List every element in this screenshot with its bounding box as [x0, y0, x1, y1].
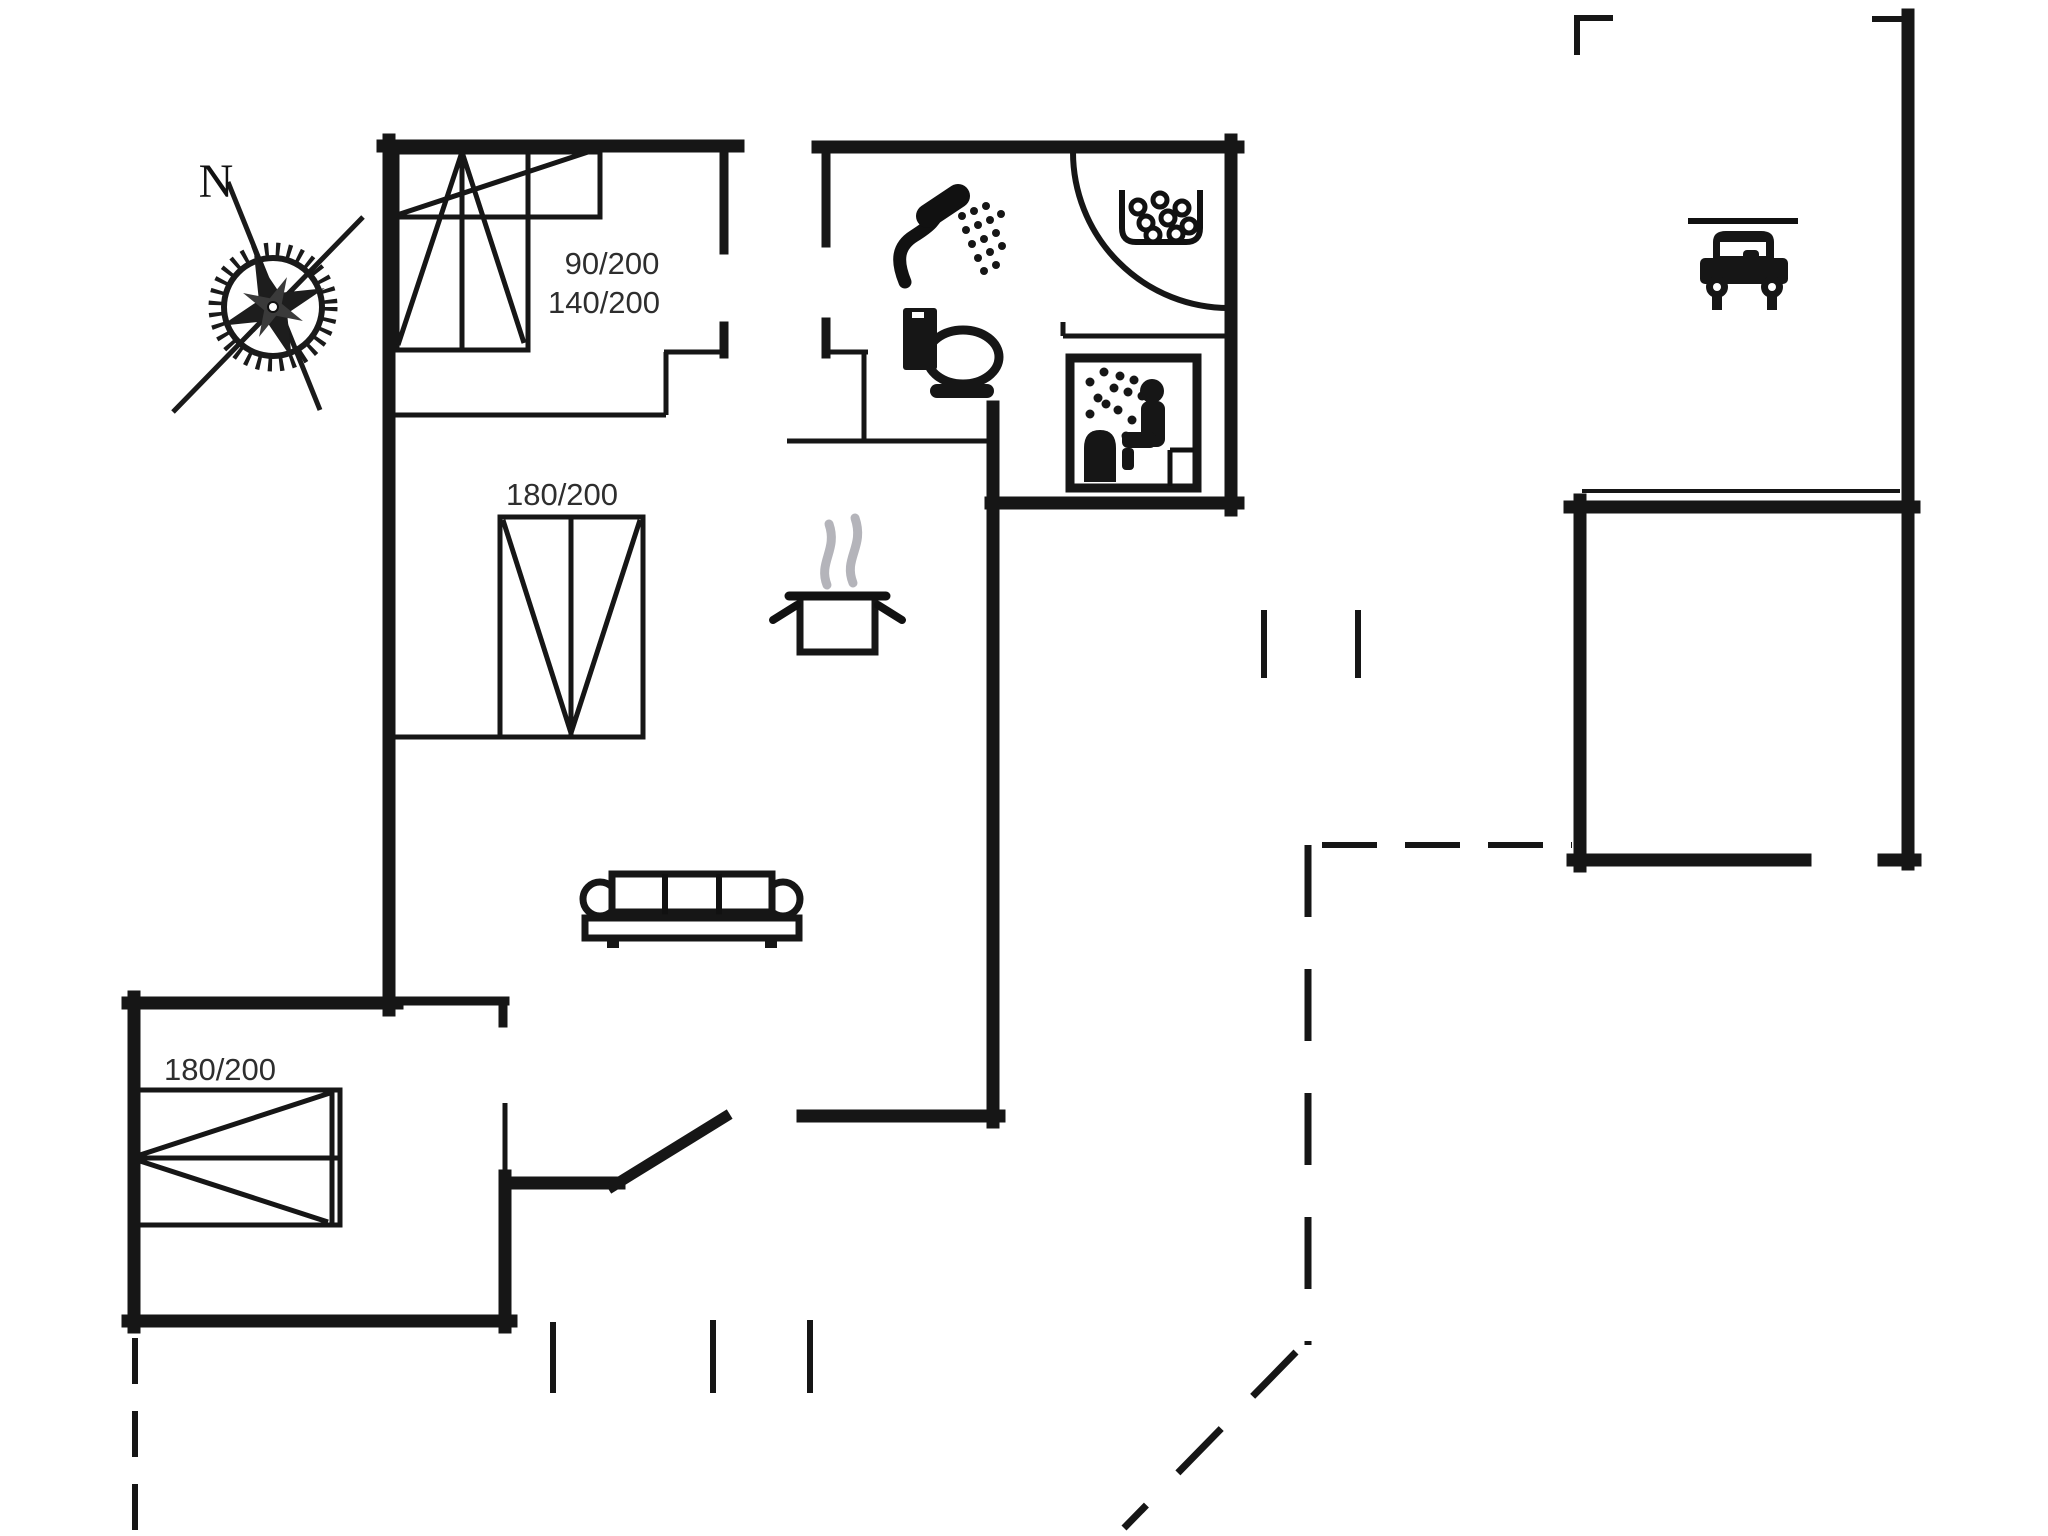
bed-diagonal	[139, 1158, 329, 1225]
sofa-foot	[765, 938, 777, 948]
bed-diagonal	[395, 151, 465, 346]
sauna-person-shin	[1122, 448, 1134, 470]
bed-diagonal	[568, 519, 643, 734]
double-bed-icon	[135, 1087, 343, 1228]
car-hubcap	[1768, 283, 1776, 291]
shower-icon	[893, 184, 1006, 289]
bed-size-label: 140/200	[548, 285, 660, 320]
sofa-back	[608, 870, 776, 916]
bed-diagonal	[500, 519, 574, 734]
bed-size-label: 180/200	[164, 1052, 276, 1087]
sauna-icon	[1065, 353, 1202, 493]
compass-rose-icon	[171, 181, 365, 414]
shower-spray	[958, 202, 1006, 275]
bed-diagonal	[396, 149, 589, 218]
sofa-icon	[579, 870, 804, 948]
steam-wisp	[845, 513, 863, 588]
toilet-bowl	[922, 325, 1004, 389]
spa-bath-icon	[1119, 190, 1203, 245]
shower-head	[916, 184, 970, 228]
bunk-bed-icon	[394, 149, 603, 353]
steam-wisp	[820, 519, 836, 590]
car-hubcap	[1713, 283, 1721, 291]
bed-diagonal	[139, 1090, 331, 1158]
sofa-base	[581, 914, 803, 942]
terrace-door-leaf	[605, 1109, 733, 1194]
bed-size-label: 90/200	[565, 246, 660, 281]
bed-size-label: 180/200	[506, 477, 618, 512]
sofa-foot	[607, 938, 619, 948]
toilet-tank	[903, 308, 937, 370]
bed-diagonal	[459, 151, 527, 344]
pot-handle-left	[769, 601, 801, 624]
annex-walls	[1563, 8, 1922, 873]
cooking-pot-icon	[769, 513, 906, 656]
spa-tub	[1119, 190, 1203, 245]
car-icon	[1688, 218, 1798, 310]
car-windshield	[1720, 242, 1766, 256]
sauna-stove	[1084, 430, 1116, 482]
spa-bubbles	[1128, 190, 1199, 245]
main-house-walls	[121, 133, 1245, 1334]
toilet-button	[912, 312, 924, 318]
dashed-boundaries	[132, 610, 1572, 1536]
pot-body	[796, 592, 879, 656]
sauna-person-head	[1140, 379, 1164, 403]
car-wheel-stub	[1767, 294, 1777, 310]
boundary-dashed-diagonal	[1121, 1349, 1299, 1531]
pot-handle-right	[874, 601, 906, 624]
compass-tick-ring	[208, 242, 338, 372]
double-bed-icon	[497, 514, 646, 740]
toilet-base	[930, 384, 994, 398]
sauna-person-thigh	[1122, 432, 1156, 448]
door-swing-arc	[1070, 151, 1230, 311]
compass-north-label: N	[199, 155, 234, 208]
compass-hub	[267, 301, 279, 313]
car-wheel-stub	[1712, 294, 1722, 310]
toilet-icon	[903, 308, 1004, 398]
